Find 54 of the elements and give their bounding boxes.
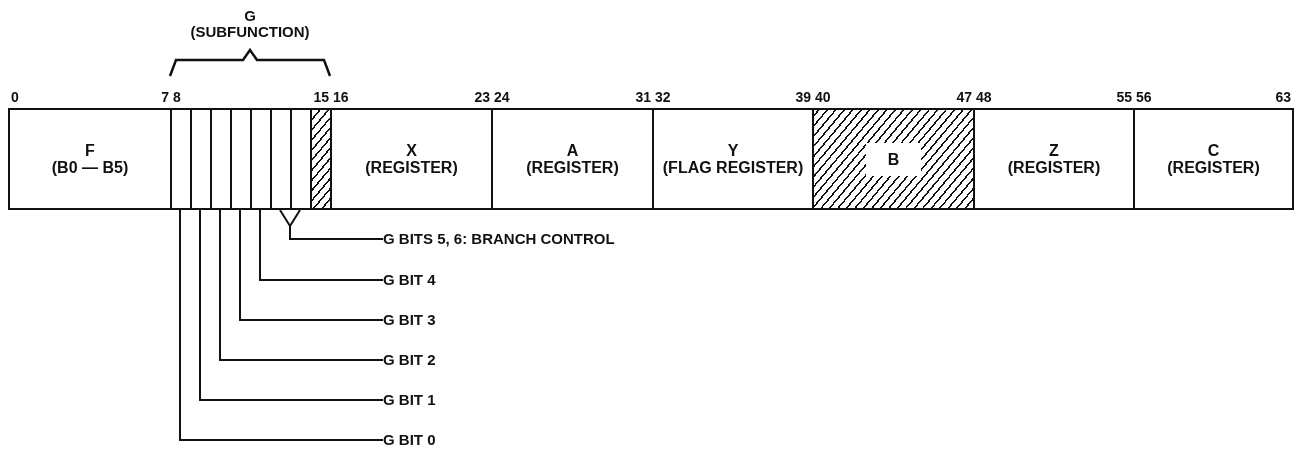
callout-label: G BIT 2 xyxy=(383,351,436,369)
bit-number: 32 xyxy=(655,90,671,105)
field-name: Z xyxy=(1049,142,1059,159)
field-caption: (REGISTER) xyxy=(526,159,619,176)
group-title: G (SUBFUNCTION) xyxy=(190,8,310,40)
bit-number: 16 xyxy=(333,90,349,105)
bit-number: 31 xyxy=(635,90,651,105)
field-name: F xyxy=(85,142,95,159)
callout-label: G BIT 0 xyxy=(383,431,436,449)
hatched-bit-cell xyxy=(310,108,332,210)
register-field xyxy=(8,108,172,210)
callout-label: G BITS 5, 6: BRANCH CONTROL xyxy=(383,230,615,248)
field-name: A xyxy=(566,142,579,159)
bit-number: 63 xyxy=(1275,90,1291,105)
bit-number: 55 xyxy=(1116,90,1132,105)
field-name: Y xyxy=(727,142,739,159)
field-caption: (B0 — B5) xyxy=(51,159,129,176)
bit-number: 40 xyxy=(815,90,831,105)
leader-line xyxy=(259,209,384,281)
register-field xyxy=(1133,108,1294,210)
field-caption: (REGISTER) xyxy=(365,159,458,176)
field-caption: (REGISTER) xyxy=(1007,159,1101,176)
bit-cell xyxy=(250,108,272,210)
bit-number: 56 xyxy=(1136,90,1152,105)
bit-number: 15 xyxy=(313,90,329,105)
bit-number: 48 xyxy=(976,90,992,105)
leader-line xyxy=(199,209,384,401)
field-name: B xyxy=(865,142,922,176)
field-name: C xyxy=(1207,142,1220,159)
leader-line xyxy=(219,209,384,361)
leader-line xyxy=(179,209,384,441)
bit-cell xyxy=(190,108,212,210)
register-field xyxy=(330,108,493,210)
bit-cell xyxy=(210,108,232,210)
hatched-register-field xyxy=(812,108,975,210)
bit-number: 24 xyxy=(494,90,510,105)
bit-number: 47 xyxy=(956,90,972,105)
bit-number: 0 xyxy=(11,90,19,105)
bit-number: 7 xyxy=(161,90,169,105)
bit-number: 23 xyxy=(474,90,490,105)
register-field xyxy=(973,108,1135,210)
bit-cell xyxy=(230,108,252,210)
field-caption: (REGISTER) xyxy=(1167,159,1260,176)
field-caption: (FLAG REGISTER) xyxy=(662,159,804,176)
field-name: X xyxy=(406,142,417,159)
leader-line xyxy=(239,209,384,321)
bit-cell xyxy=(170,108,192,210)
callout-label: G BIT 1 xyxy=(383,391,436,409)
bit-number: 8 xyxy=(173,90,181,105)
bit-number: 39 xyxy=(795,90,811,105)
callout-label: G BIT 4 xyxy=(383,271,436,289)
bit-cell xyxy=(270,108,292,210)
callout-label: G BIT 3 xyxy=(383,311,436,329)
register-field xyxy=(491,108,654,210)
